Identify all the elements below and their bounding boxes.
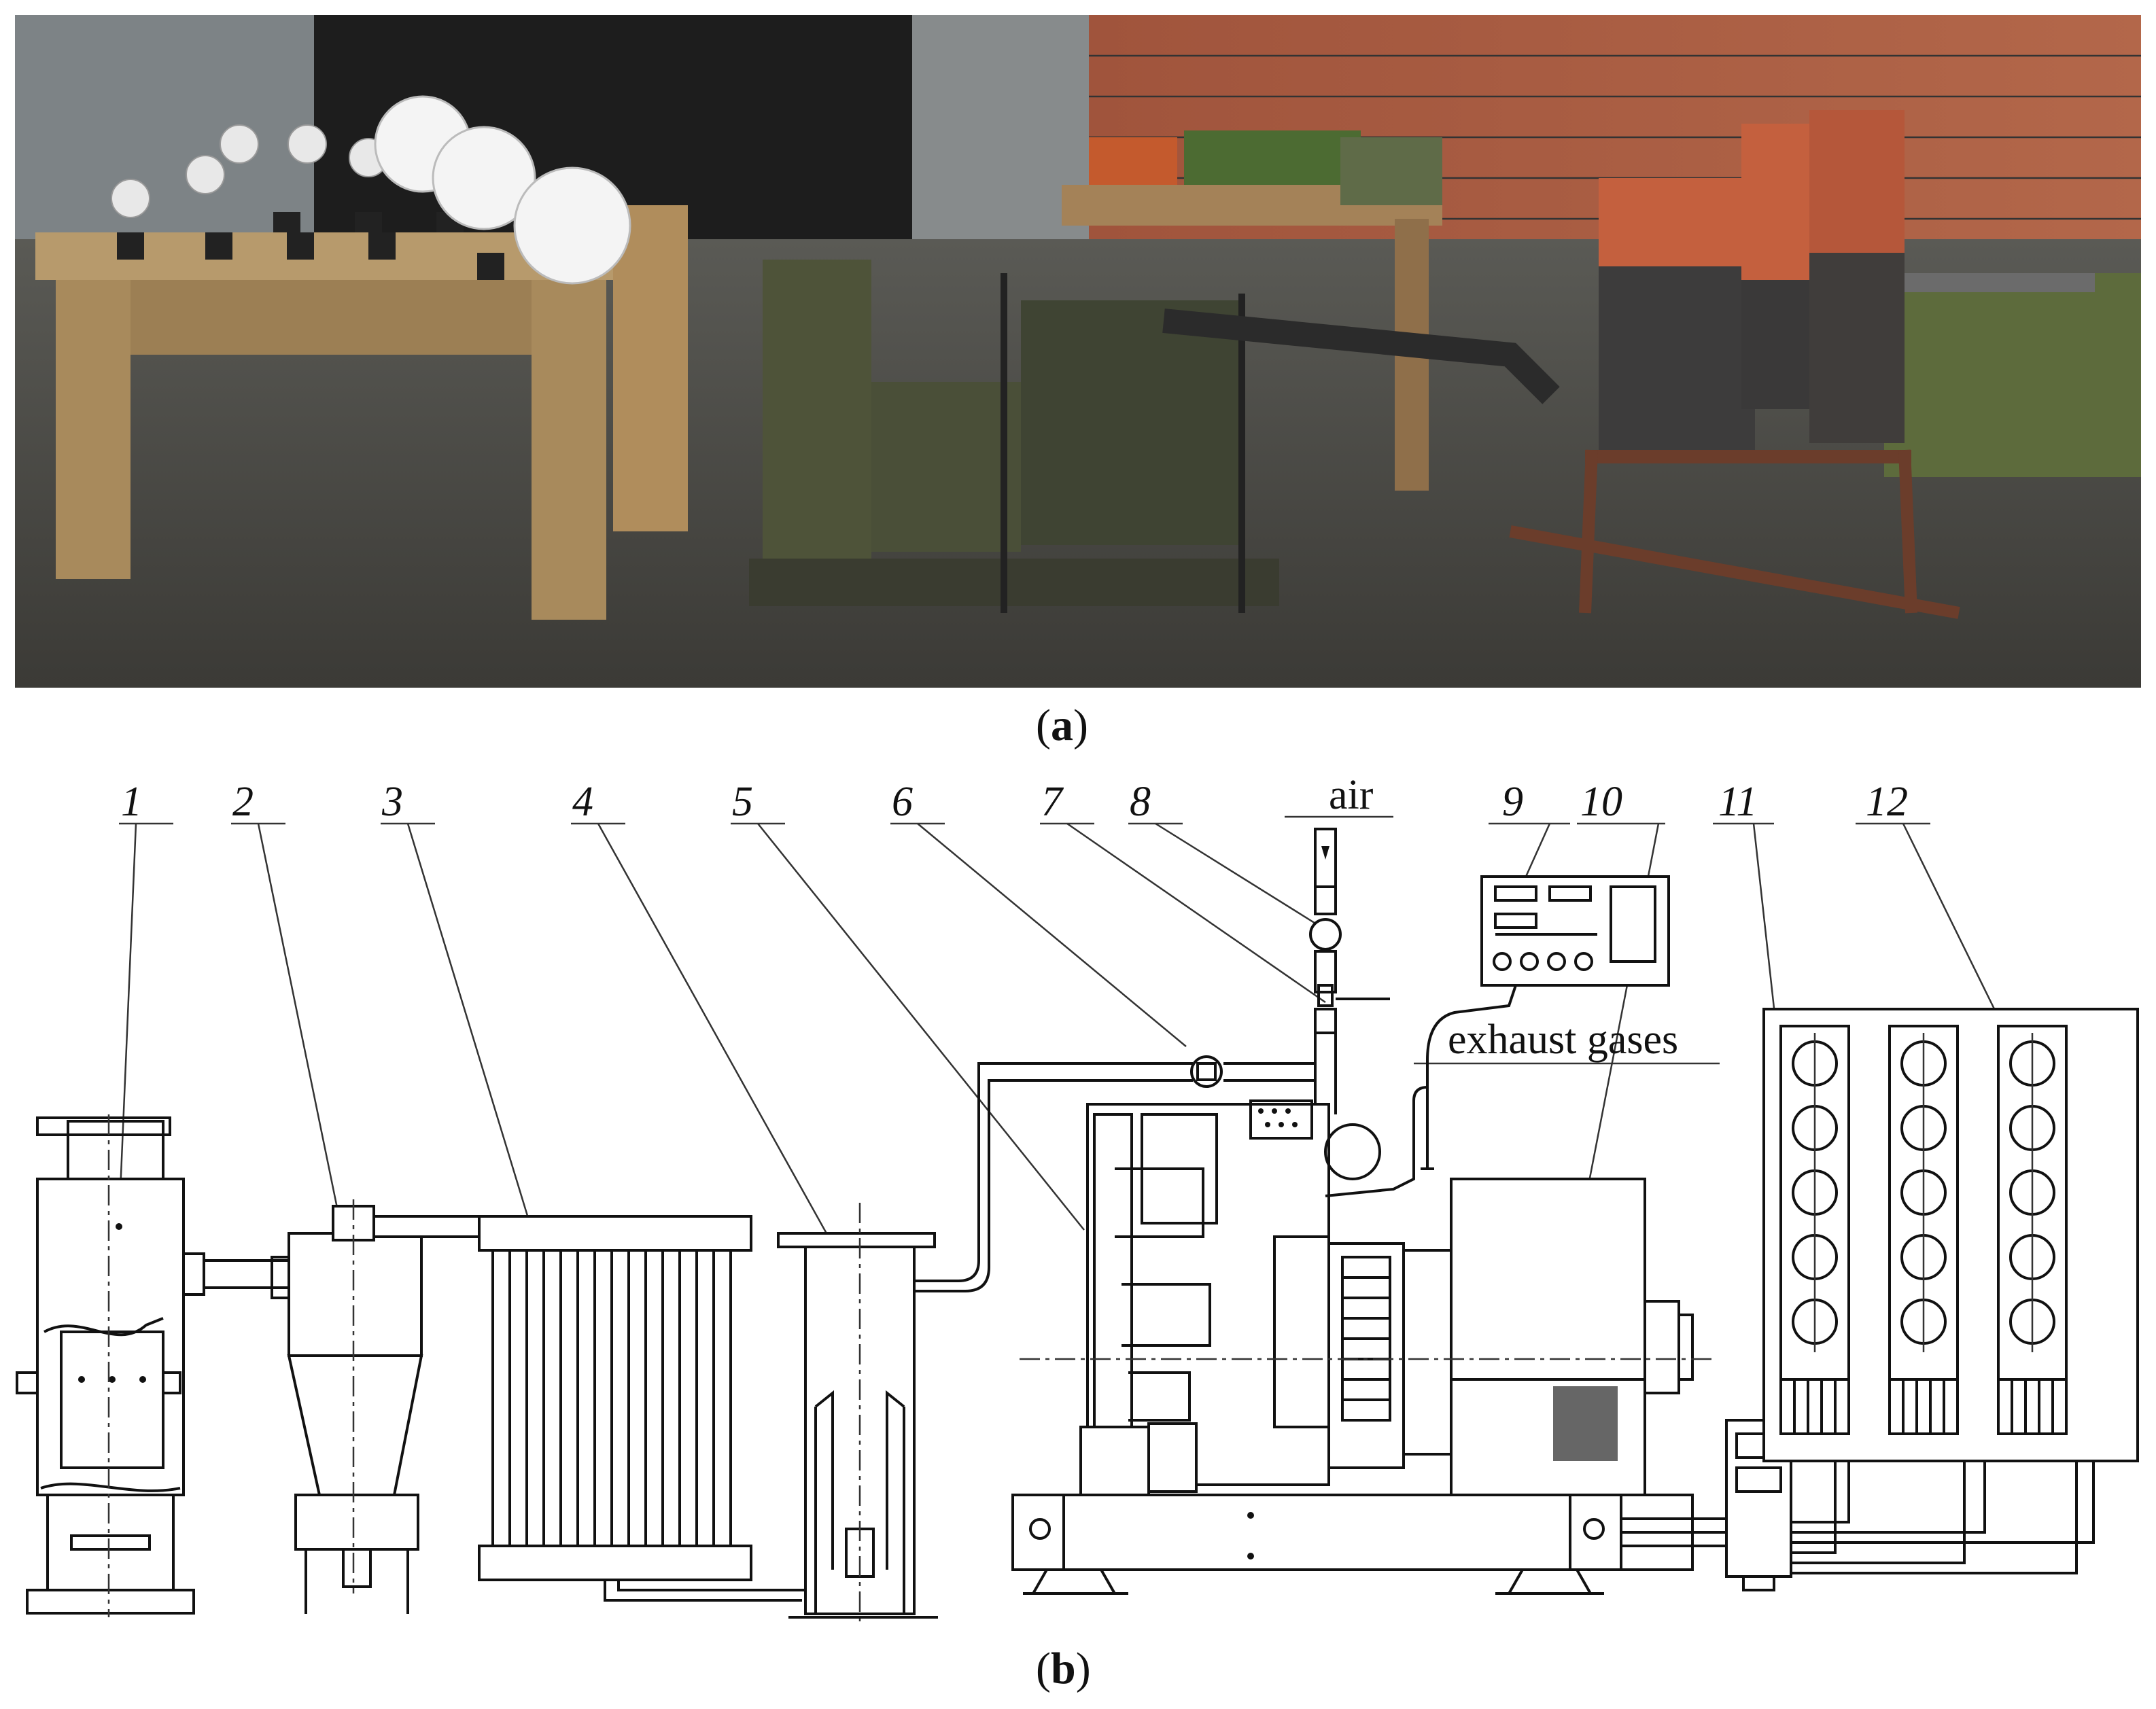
control-panel xyxy=(1421,875,1670,1170)
load-table-leg-right xyxy=(532,280,606,620)
exhaust-gases-label: exhaust gases xyxy=(1448,1017,1678,1063)
load-table-panel xyxy=(131,280,532,355)
grass-patch xyxy=(1884,273,2141,477)
component-number-2: 2 xyxy=(232,779,254,825)
component-number-1: 1 xyxy=(121,779,142,825)
gas-cooler xyxy=(478,1215,752,1581)
panel-label-b: (b) xyxy=(1036,1643,1091,1695)
air-label: air xyxy=(1329,772,1374,818)
control-box xyxy=(763,260,871,559)
gas-analyzer xyxy=(1089,137,1177,185)
panel-label-a-open: ( xyxy=(1036,701,1051,750)
component-number-3: 3 xyxy=(381,779,403,825)
component-number-5: 5 xyxy=(732,779,753,825)
engine xyxy=(1079,1086,1428,1496)
component-number-11: 11 xyxy=(1718,779,1757,825)
fan-heaters xyxy=(374,95,631,285)
panel-label-b-letter: b xyxy=(1050,1644,1076,1693)
component-number-4: 4 xyxy=(572,779,593,825)
alternator xyxy=(1020,1178,1713,1496)
light-bulbs xyxy=(111,124,388,218)
cyclone xyxy=(271,1199,423,1614)
panel-label-b-close: ) xyxy=(1075,1644,1091,1693)
cyclone-photo-lower xyxy=(1741,280,1809,409)
panel-label-a: (a) xyxy=(1036,700,1088,752)
gas-supply-line-top xyxy=(1047,1033,1337,1114)
fine-filter xyxy=(777,1203,938,1624)
gas-supply-line xyxy=(914,1062,1047,1292)
component-number-8: 8 xyxy=(1130,779,1151,825)
component-number-9: 9 xyxy=(1502,779,1523,825)
panel-label-a-letter: a xyxy=(1050,701,1073,750)
base-frame xyxy=(1011,1494,1694,1595)
component-number-7: 7 xyxy=(1041,779,1064,825)
engine-frame-bar xyxy=(1001,273,1007,613)
schematic-diagram: 1 2 3 4 5 6 7 8 9 10 11 12 air exhaust g… xyxy=(16,772,2139,1624)
air-intake xyxy=(1309,828,1390,1034)
load-table-leg-left xyxy=(56,280,131,579)
gasifier-stand-legs xyxy=(1509,449,1960,619)
gasifier-photo-lower xyxy=(1599,266,1755,450)
flare-pipe xyxy=(1905,273,2095,292)
component-number-10: 10 xyxy=(1580,779,1622,825)
gas-flow-valve xyxy=(1190,1055,1223,1088)
filter-photo-lower xyxy=(1809,253,1905,443)
gasifier-stand xyxy=(1585,450,1911,463)
power-cables xyxy=(1621,1461,2095,1574)
cyclone-cooler-pipe xyxy=(372,1215,484,1238)
pipe-flange-a xyxy=(182,1252,205,1296)
engine-frame-bar-2 xyxy=(1238,294,1245,613)
generator-frame xyxy=(749,559,1279,606)
gasifier xyxy=(16,1114,195,1617)
panel-label-b-open: ( xyxy=(1036,1644,1051,1693)
alternator xyxy=(871,382,1021,552)
instrument-box xyxy=(1340,137,1442,205)
load-bank xyxy=(1762,1008,2139,1462)
component-number-6: 6 xyxy=(892,779,913,825)
engine-block xyxy=(1021,300,1245,545)
component-number-12: 12 xyxy=(1866,779,1908,825)
panel-label-a-close: ) xyxy=(1073,701,1088,750)
right-table-leg xyxy=(613,205,688,531)
test-bench-photograph xyxy=(15,15,2141,688)
gas-pipe xyxy=(1162,309,1560,404)
flywheel-housing xyxy=(1327,1242,1405,1469)
